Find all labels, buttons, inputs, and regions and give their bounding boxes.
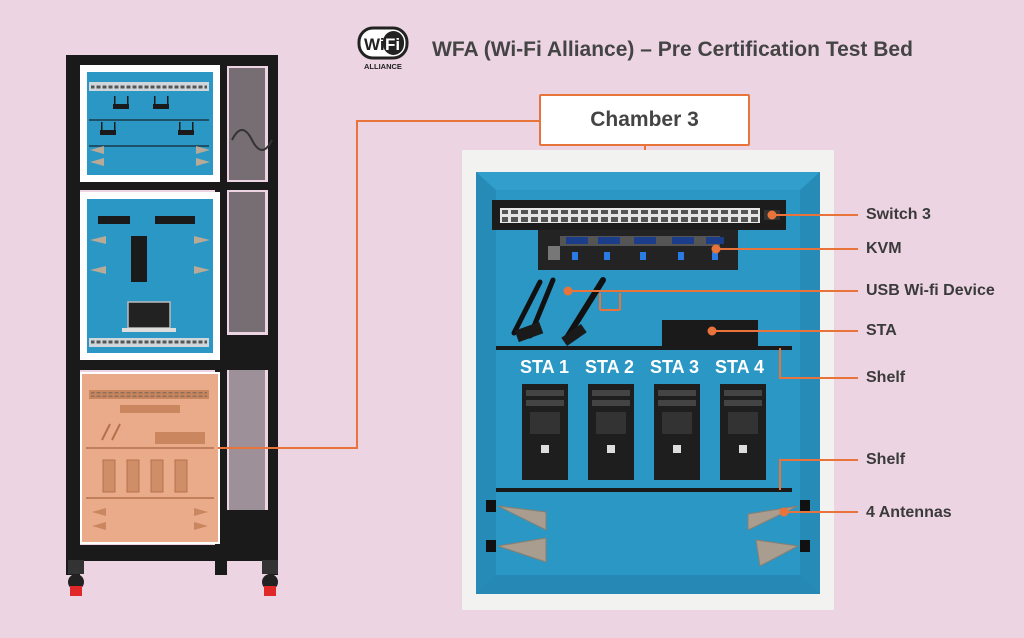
callout-kvm: KVM (866, 240, 902, 257)
callout-switch: Switch 3 (866, 206, 931, 223)
switch-device (492, 200, 786, 230)
rack-overview (66, 55, 278, 596)
callout-shelf-lower: Shelf (866, 451, 906, 468)
callout-lines (563, 210, 858, 517)
sta-label-1: STA 1 (520, 357, 570, 377)
svg-text:Wi: Wi (364, 35, 385, 54)
svg-text:ALLIANCE: ALLIANCE (364, 62, 402, 71)
callout-usb-wifi: USB Wi-fi Device (866, 282, 995, 299)
sta-label-3: STA 3 (650, 357, 700, 377)
page-title: WFA (Wi-Fi Alliance) – Pre Certification… (432, 38, 913, 61)
callout-shelf-upper: Shelf (866, 369, 906, 386)
sta-towers (522, 384, 766, 480)
chamber-label: Chamber 3 (539, 94, 750, 146)
svg-text:Fi: Fi (385, 35, 400, 54)
antennas (486, 500, 810, 567)
shelf-lower (496, 488, 792, 492)
chamber-3-detail (462, 150, 834, 610)
shelf-upper (496, 346, 792, 350)
kvm-device (538, 230, 738, 270)
sta-label-2: STA 2 (585, 357, 635, 377)
sta-label-4: STA 4 (715, 357, 765, 377)
callout-sta: STA (866, 322, 897, 339)
callout-antennas: 4 Antennas (866, 504, 952, 521)
wifi-alliance-logo: Wi Fi ALLIANCE (357, 26, 409, 71)
usb-wifi-device (511, 277, 606, 346)
chamber-connector-line (218, 120, 539, 449)
